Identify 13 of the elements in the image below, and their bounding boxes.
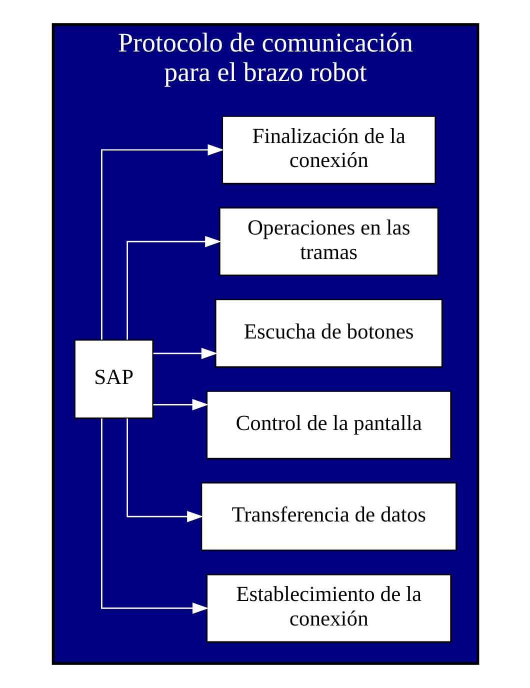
arrow [126,418,203,522]
arrow [126,236,221,340]
node-box: Finalización de la conexión [221,116,436,184]
arrow [152,399,208,410]
arrow [152,348,218,360]
arrow [100,144,224,340]
node-box: Operaciones en las tramas [218,207,438,276]
node-box: Control de la pantalla [206,390,452,460]
node-box: Transferencia de datos [200,482,456,551]
node-box: Establecimiento de la conexión [206,574,452,643]
node-box: SAP [74,339,154,419]
node-box: Escucha de botones [214,298,442,368]
arrow [100,418,208,614]
